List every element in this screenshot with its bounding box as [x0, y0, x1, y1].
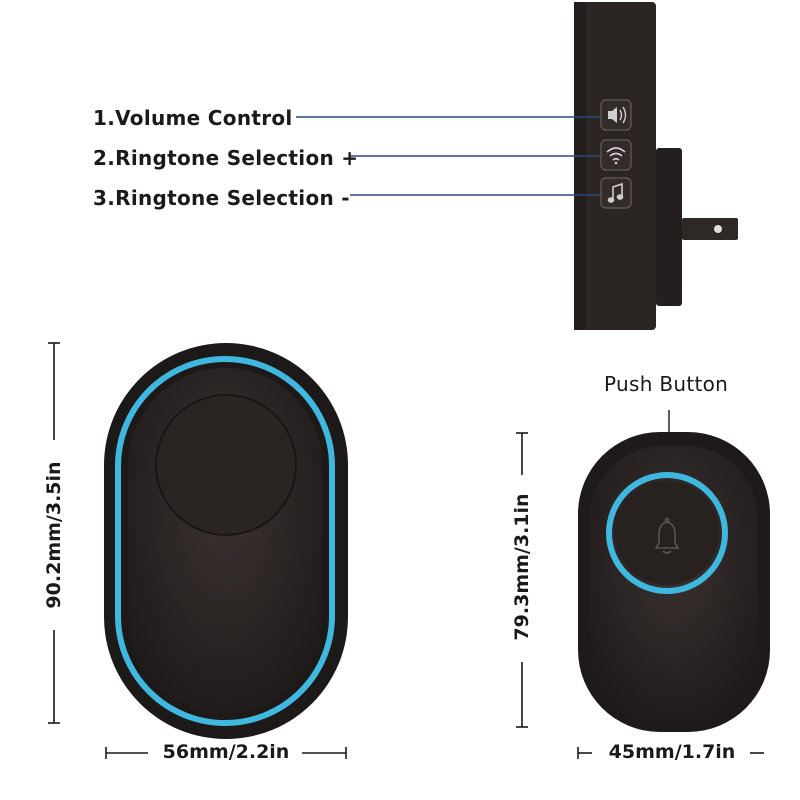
ringtone-plus-button[interactable] — [600, 139, 632, 171]
wifi-icon — [606, 147, 626, 165]
button-height-dimension — [516, 432, 528, 728]
push-button-label: Push Button — [604, 372, 729, 396]
button-height-label: 79.3mm/3.1in — [511, 493, 533, 641]
push-button-center[interactable] — [615, 481, 719, 585]
receiver-width-label: 56mm/2.2in — [162, 741, 290, 763]
receiver-speaker-disc — [155, 394, 297, 536]
ringtone-minus-button[interactable] — [600, 177, 632, 209]
receiver-width-dimension — [105, 747, 347, 759]
push-button-front-view — [578, 410, 770, 732]
callout-lines — [296, 116, 600, 196]
receiver-glow-ring — [115, 356, 335, 726]
plug-prong — [682, 218, 738, 240]
receiver-side-view — [574, 2, 738, 330]
push-button-glow-ring[interactable] — [606, 472, 728, 594]
button-width-label: 45mm/1.7in — [608, 741, 736, 763]
receiver-height-dimension — [48, 342, 60, 724]
plug-housing — [656, 148, 682, 306]
button-width-dimension — [577, 747, 764, 759]
bell-icon — [654, 517, 680, 554]
receiver-front-view — [104, 343, 348, 739]
receiver-height-label: 90.2mm/3.5in — [43, 461, 65, 609]
callout-ringtone-minus: 3.Ringtone Selection - — [93, 186, 350, 210]
receiver-side-edge — [574, 2, 586, 330]
callout-volume-control: 1.Volume Control — [93, 106, 293, 130]
callout-ringtone-plus: 2.Ringtone Selection + — [93, 146, 359, 170]
speaker-icon — [608, 106, 627, 124]
music-note-icon — [607, 182, 624, 203]
prong-hole — [714, 225, 722, 233]
